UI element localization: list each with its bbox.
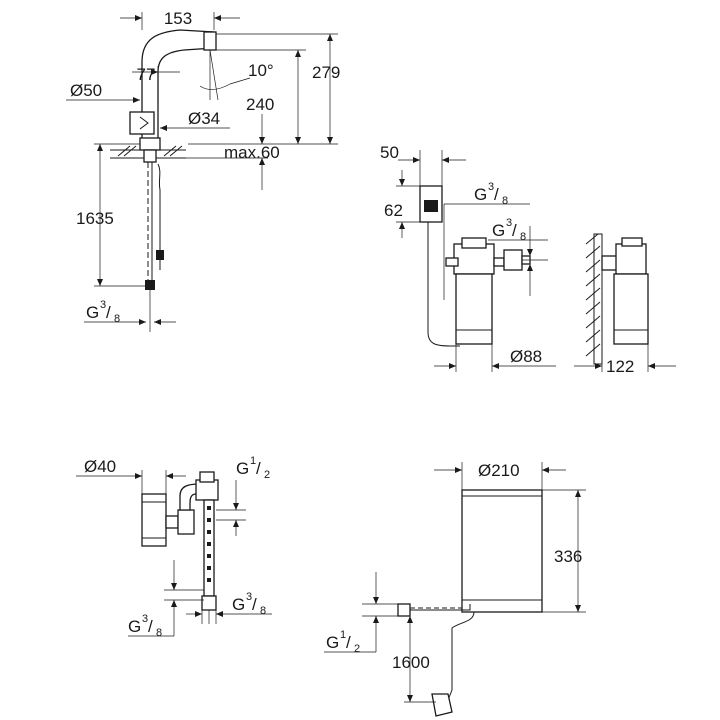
svg-text:3: 3 — [246, 591, 252, 603]
dim-hole-diameter: Ø34 — [188, 109, 220, 128]
dim-filter-head-width: 50 — [380, 143, 399, 162]
svg-text:/: / — [252, 595, 257, 614]
dim-spout-offset: 77 — [137, 65, 156, 84]
svg-text:3: 3 — [100, 299, 106, 311]
valve-body — [177, 509, 195, 535]
faucet-cable — [157, 163, 161, 270]
faucet-connector — [145, 280, 155, 290]
wall — [593, 233, 603, 365]
dim-height-spout: 240 — [246, 95, 274, 114]
svg-text:G: G — [236, 459, 249, 478]
boiler-hose — [404, 604, 471, 611]
power-plug — [431, 693, 453, 717]
dim-hose-length: 1635 — [76, 209, 114, 228]
valve-thread-top: G 1 / 2 — [236, 455, 270, 481]
boiler-view: Ø210 336 G 1 / 2 1600 — [324, 461, 586, 717]
faucet-lever-mark — [139, 116, 149, 130]
svg-text:2: 2 — [264, 469, 270, 481]
filter-side-head — [615, 243, 647, 275]
dim-base-diameter: Ø50 — [70, 81, 102, 100]
dim-filter-head-height: 62 — [384, 201, 403, 220]
valve-view: Ø40 G 1 / 2 G 3 / 8 — [76, 455, 272, 639]
filter-thread-top: G 3 / 8 — [474, 181, 508, 207]
valve-thread-bottom-left: G 3 / 8 — [128, 613, 162, 639]
svg-text:G: G — [474, 185, 487, 204]
faucet-connection-thread: G 3 / 8 — [86, 299, 120, 325]
dim-boiler-height: 336 — [554, 547, 582, 566]
svg-text:G: G — [86, 303, 99, 322]
filter-side-cartridge — [613, 273, 649, 345]
dim-boiler-diameter: Ø210 — [478, 461, 520, 480]
svg-text:1: 1 — [250, 455, 256, 467]
svg-text:3: 3 — [488, 181, 494, 193]
filter-valve — [503, 249, 523, 271]
faucet-view: 153 77 10° Ø50 279 240 Ø34 — [66, 9, 340, 332]
svg-text:8: 8 — [156, 627, 162, 639]
svg-text:8: 8 — [502, 195, 508, 207]
svg-text:G: G — [326, 633, 339, 652]
svg-text:/: / — [106, 303, 111, 322]
dim-faucet-width: 153 — [164, 9, 192, 28]
svg-text:G: G — [232, 595, 245, 614]
svg-text:/: / — [256, 459, 261, 478]
svg-text:8: 8 — [260, 605, 266, 617]
svg-text:/: / — [148, 617, 153, 636]
boiler-power-cable — [447, 611, 475, 701]
filter-view: 50 62 G 3 / 8 G 3 / 8 — [380, 143, 676, 376]
valve-inlet-pipe — [141, 493, 167, 547]
faucet-shank — [143, 149, 157, 163]
boiler-connection-thread: G 1 / 2 — [326, 629, 360, 655]
dim-valve-diameter: Ø40 — [84, 457, 116, 476]
svg-text:1: 1 — [340, 629, 346, 641]
dim-wall-depth: 122 — [606, 357, 634, 376]
svg-text:8: 8 — [520, 231, 526, 243]
boiler-tank — [461, 489, 543, 613]
filter-cartridge — [455, 273, 493, 345]
svg-text:G: G — [128, 617, 141, 636]
dim-cable-length: 1600 — [392, 653, 430, 672]
filter-cable — [427, 222, 460, 347]
svg-text:2: 2 — [354, 643, 360, 655]
dim-counter-max: max.60 — [224, 143, 280, 162]
dim-height-total: 279 — [312, 63, 340, 82]
dim-filter-diameter: Ø88 — [510, 347, 542, 366]
faucet-lever — [129, 111, 155, 135]
faucet-base — [139, 137, 161, 151]
svg-text:/: / — [512, 221, 517, 240]
svg-text:/: / — [346, 633, 351, 652]
faucet-spout-tip — [203, 31, 217, 51]
svg-text:3: 3 — [506, 217, 512, 229]
filter-thread-side: G 3 / 8 — [492, 217, 526, 243]
valve-outlet — [201, 595, 217, 611]
svg-text:G: G — [492, 221, 505, 240]
svg-text:8: 8 — [114, 313, 120, 325]
svg-text:/: / — [494, 185, 499, 204]
dim-spray-angle: 10° — [248, 61, 274, 80]
valve-thread-bottom-right: G 3 / 8 — [232, 591, 266, 617]
svg-text:3: 3 — [142, 613, 148, 625]
